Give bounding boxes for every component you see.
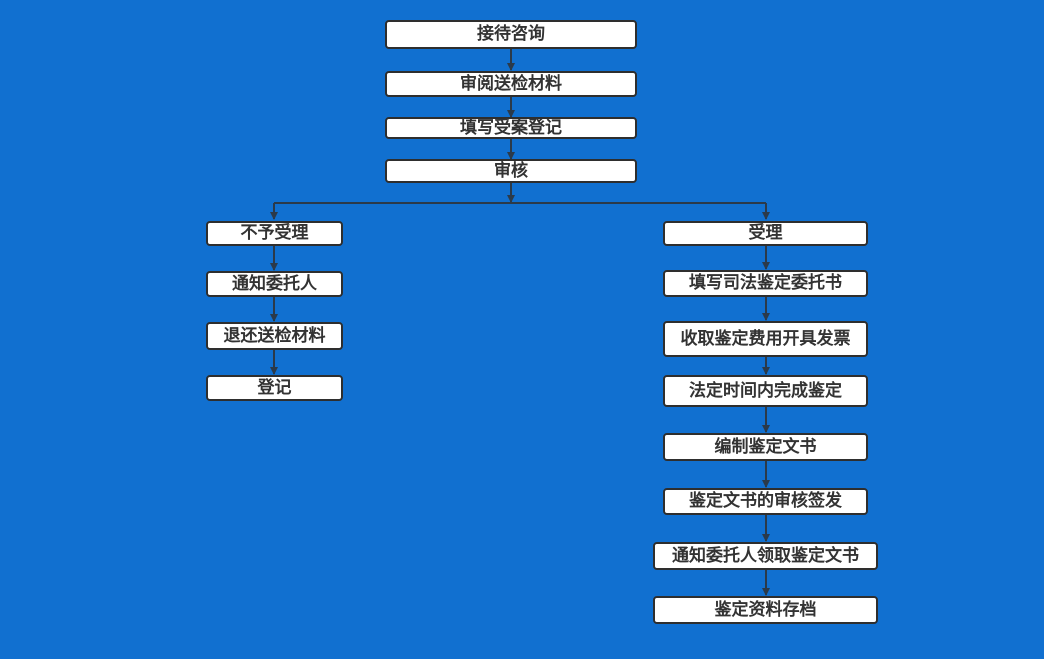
step-register: 登记 — [206, 375, 343, 401]
step-label: 不予受理 — [240, 223, 309, 243]
step-notify-client: 通知委托人 — [206, 271, 343, 297]
step-label: 填写受案登记 — [460, 117, 562, 138]
step-notify-collect: 通知委托人领取鉴定文书 — [653, 542, 878, 570]
step-fill-commission: 填写司法鉴定委托书 — [663, 270, 868, 297]
step-label: 法定时间内完成鉴定 — [689, 380, 842, 401]
step-compile-document: 编制鉴定文书 — [663, 433, 868, 461]
step-audit: 审核 — [385, 159, 637, 183]
step-collect-fee: 收取鉴定费用开具发票 — [663, 321, 868, 357]
step-complete-appraisal: 法定时间内完成鉴定 — [663, 375, 868, 407]
step-label: 审阅送检材料 — [460, 73, 562, 94]
step-accept: 受理 — [663, 221, 868, 246]
step-review-sign: 鉴定文书的审核签发 — [663, 488, 868, 515]
step-review-materials: 审阅送检材料 — [385, 71, 637, 97]
step-return-materials: 退还送检材料 — [206, 322, 343, 350]
step-label: 审核 — [494, 160, 528, 181]
step-archive: 鉴定资料存档 — [653, 596, 878, 624]
step-label: 填写司法鉴定委托书 — [689, 273, 842, 293]
step-reject: 不予受理 — [206, 221, 343, 246]
step-reception: 接待咨询 — [385, 20, 637, 49]
step-label: 接待咨询 — [477, 24, 545, 44]
step-label: 通知委托人 — [232, 273, 317, 294]
step-label: 退还送检材料 — [223, 325, 326, 346]
step-label: 受理 — [748, 223, 783, 243]
step-label: 收取鉴定费用开具发票 — [680, 328, 851, 349]
step-label: 通知委托人领取鉴定文书 — [672, 545, 859, 566]
step-label: 鉴定文书的审核签发 — [689, 491, 842, 511]
step-label: 登记 — [257, 377, 292, 398]
step-label: 编制鉴定文书 — [714, 436, 817, 457]
step-label: 鉴定资料存档 — [714, 599, 817, 620]
step-fill-register: 填写受案登记 — [385, 117, 637, 139]
